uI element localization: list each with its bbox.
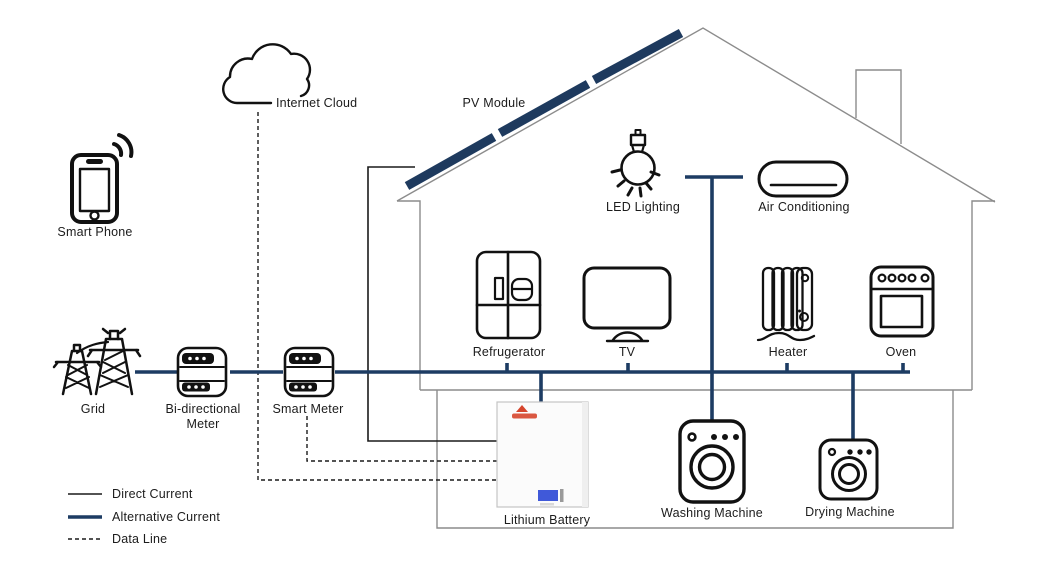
basement-box: [436, 390, 954, 529]
smart-phone-icon: [70, 133, 134, 224]
heater-icon: [756, 266, 816, 342]
smart-meter-label: Smart Meter: [273, 402, 344, 416]
wifi-signal-icon: [112, 133, 134, 158]
legend-direct-current-label: Direct Current: [112, 487, 193, 501]
pv-module-icon: [404, 29, 684, 190]
battery-screen: [538, 490, 558, 501]
grid-label: Grid: [81, 402, 105, 416]
air-conditioning-icon: [757, 160, 849, 198]
heater-label: Heater: [769, 345, 808, 359]
air-conditioning-label: Air Conditioning: [758, 200, 849, 214]
internet-cloud-label: Internet Cloud: [276, 96, 357, 110]
bi-directional-meter-label-line2: Meter: [187, 417, 220, 431]
chimney: [855, 69, 902, 144]
legend-data-line-label: Data Line: [112, 532, 167, 546]
tv-icon: [582, 266, 672, 343]
lithium-battery-icon: [496, 401, 589, 508]
smart-phone-label: Smart Phone: [57, 225, 132, 239]
led-lighting-label: LED Lighting: [606, 200, 680, 214]
bi-directional-meter-icon: [176, 346, 228, 398]
drying-machine-icon: [818, 438, 879, 501]
pv-module-label: PV Module: [463, 96, 526, 110]
dc-line-pv-to-battery: [367, 166, 497, 442]
washing-machine-icon: [678, 419, 746, 504]
led-lighting-icon: [610, 129, 661, 198]
data-line-cloud-to-battery: [257, 112, 497, 481]
battery-brand-logo: [512, 405, 537, 419]
legend: Direct Current Alternative Current Data …: [68, 487, 220, 546]
oven-label: Oven: [886, 345, 917, 359]
smart-meter-icon: [283, 346, 335, 398]
legend-alternative-current-label: Alternative Current: [112, 510, 220, 524]
washing-machine-label: Washing Machine: [661, 506, 763, 520]
data-line-smartmeter-to-battery: [306, 416, 497, 462]
lithium-battery-label: Lithium Battery: [504, 513, 591, 527]
oven-icon: [869, 265, 935, 338]
ac-lines: [135, 175, 910, 439]
bi-directional-meter-label-line1: Bi-directional: [165, 402, 240, 416]
refrigerator-label: Refrugerator: [473, 345, 546, 359]
tv-label: TV: [619, 345, 636, 359]
refrigerator-icon: [475, 250, 542, 340]
house-outline: [396, 27, 996, 529]
drying-machine-label: Drying Machine: [805, 505, 895, 519]
grid-icon: [52, 327, 142, 396]
internet-cloud-icon: [222, 43, 312, 105]
